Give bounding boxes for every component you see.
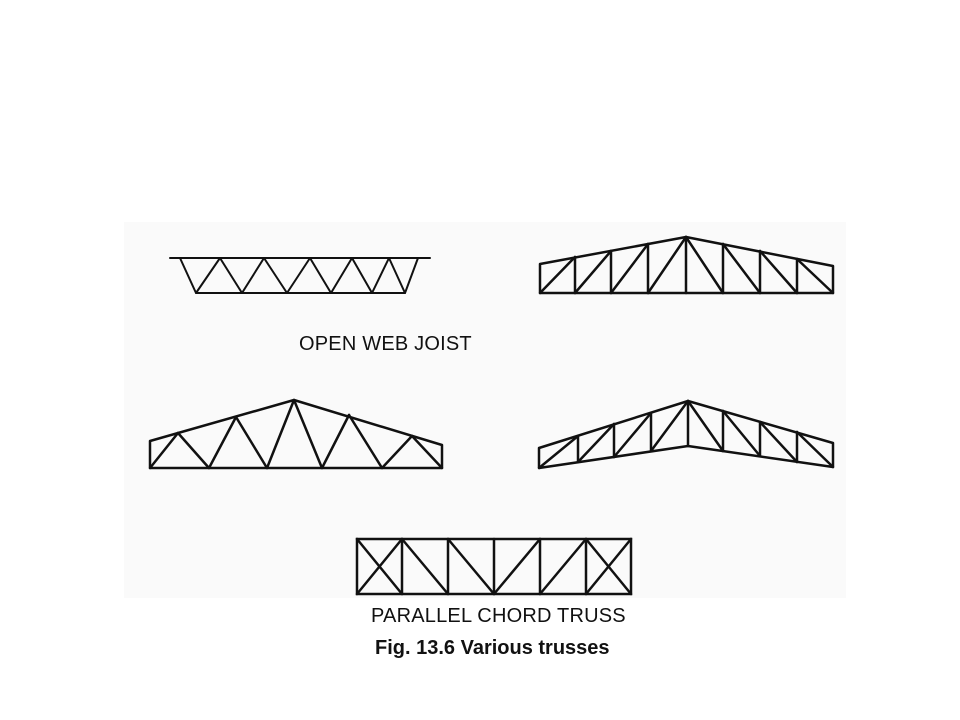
pratt-roof-truss (538, 235, 835, 295)
parallel-chord-truss (355, 537, 633, 596)
figure-caption: Fig. 13.6 Various trusses (375, 637, 610, 659)
open-web-joist-label: OPEN WEB JOIST (299, 333, 472, 355)
figure-background (124, 222, 846, 598)
warren-roof-truss (148, 398, 444, 470)
scissor-roof-truss (537, 399, 835, 470)
open-web-joist-truss (169, 257, 431, 294)
parallel-chord-truss-label: PARALLEL CHORD TRUSS (371, 605, 626, 627)
